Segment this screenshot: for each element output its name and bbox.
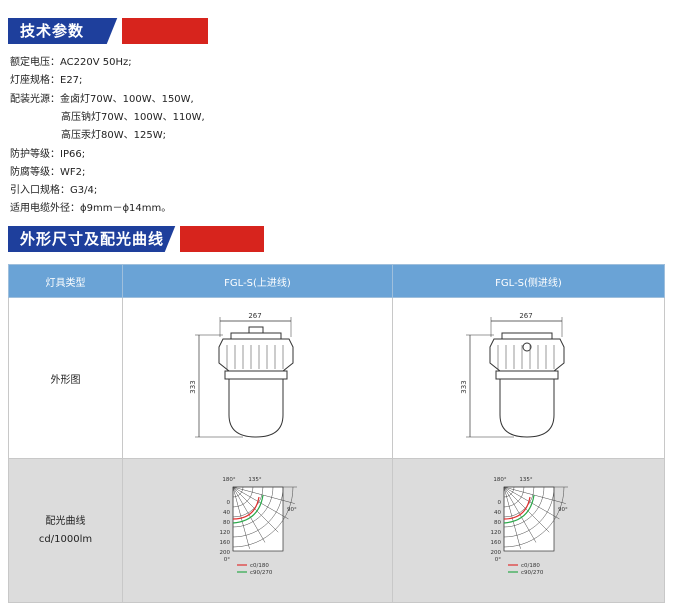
radial-label: 120 (219, 530, 230, 536)
height-dimension-label: 333 (460, 380, 468, 393)
spec-line: 额定电压：AC220V 50Hz; (10, 57, 132, 68)
angle-label-0: 0° (223, 557, 229, 563)
radial-label: 160 (219, 540, 230, 546)
angle-label-0: 0° (494, 557, 500, 563)
angle-label-90: 90° (558, 507, 568, 513)
angle-label-180: 180° (222, 477, 235, 483)
curve-c90 (503, 494, 535, 524)
section-banner-dimensions: 外形尺寸及配光曲线 (8, 226, 264, 252)
polar-frame (232, 486, 283, 552)
row-label-outline: 外形图 (8, 297, 123, 459)
lamp-ring (224, 370, 287, 379)
glass-globe (228, 378, 283, 438)
radial-label: 80 (494, 520, 501, 526)
polar-frame (503, 486, 554, 552)
legend-label: c90/270 (521, 570, 544, 576)
curve-c0 (503, 496, 531, 520)
lamp-cap (501, 332, 552, 339)
row-label-curve: 配光曲线 cd/1000lm (8, 458, 123, 603)
width-dimension-label: 267 (248, 312, 261, 320)
lamp-housing (489, 338, 564, 371)
spec-line: 高压钠灯70W、100W、110W, (61, 112, 205, 123)
angle-label-90: 90° (287, 507, 297, 513)
spec-line: 防腐等级：WF2; (10, 167, 86, 178)
grid-ray (232, 486, 295, 504)
lamp-outline-drawing: 267 333 (460, 312, 564, 438)
cable-entry (522, 342, 531, 351)
header-cell-type: 灯具类型 (8, 264, 123, 298)
spec-line: 高压汞灯80W、125W; (61, 130, 166, 141)
legend-label: c0/180 (250, 563, 269, 569)
radial-label: 200 (219, 550, 230, 556)
dimension-table: 灯具类型 FGL-S(上进线) FGL-S(侧进线) 外形图 267 333 26… (8, 264, 665, 603)
width-dimension-label: 267 (519, 312, 532, 320)
curve-c90 (232, 494, 264, 524)
radial-label: 160 (490, 540, 501, 546)
radial-label: 120 (490, 530, 501, 536)
legend-label: c90/270 (250, 570, 273, 576)
section-title: 外形尺寸及配光曲线 (20, 230, 165, 248)
spec-line: 引入口规格：G3/4; (10, 185, 98, 196)
header-cell-top-entry: FGL-S(上进线) (122, 264, 393, 298)
spec-line: 灯座规格：E27; (10, 75, 83, 86)
radial-label: 0 (497, 500, 501, 506)
radial-label: 80 (223, 520, 230, 526)
angle-label-135: 135° (248, 477, 261, 483)
lamp-ring (495, 370, 558, 379)
spec-line: 配装光源：金卤灯70W、100W、150W, (10, 94, 194, 105)
radial-label: 40 (223, 510, 230, 516)
outline-drawing-side-entry: 267 333 (392, 297, 665, 459)
grid-ray (503, 486, 566, 504)
radial-label: 200 (490, 550, 501, 556)
glass-globe (499, 378, 554, 438)
spec-line: 防护等级：IP66; (10, 149, 86, 160)
angle-label-135: 135° (519, 477, 532, 483)
legend-label: c0/180 (521, 563, 540, 569)
grid-ray (503, 486, 549, 533)
section-title: 技术参数 (20, 22, 85, 40)
lamp-housing (218, 338, 293, 371)
lamp-outline-drawing: 267 333 (189, 312, 293, 438)
lamp-cap (230, 332, 281, 339)
height-dimension-label: 333 (189, 380, 197, 393)
curve-c0 (232, 496, 260, 520)
radial-label: 40 (494, 510, 501, 516)
cable-entry (248, 326, 263, 333)
radial-label: 0 (226, 500, 230, 506)
outline-drawing-top-entry: 267 333 (122, 297, 393, 459)
spec-line: 适用电缆外径：ϕ9mm－ϕ14mm。 (10, 203, 172, 214)
grid-ray (232, 486, 278, 533)
header-cell-side-entry: FGL-S(侧进线) (392, 264, 665, 298)
section-banner-tech-params: 技术参数 (8, 18, 208, 44)
angle-label-180: 180° (493, 477, 506, 483)
